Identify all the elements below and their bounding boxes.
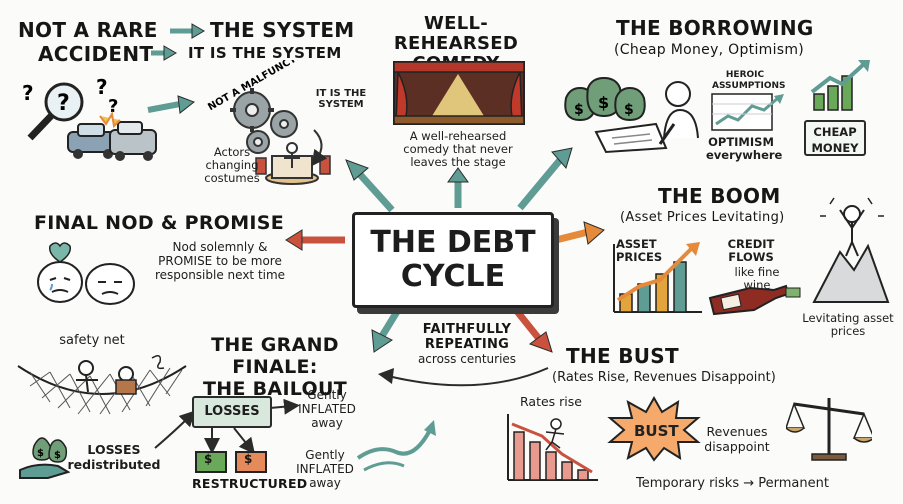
wine-bottle-icon	[704, 278, 804, 318]
revenues-label: Revenues disappoint	[702, 424, 772, 454]
borrowing-subtitle: (Cheap Money, Optimism)	[614, 42, 804, 58]
arrow-center-to-final	[286, 230, 345, 250]
rates-rise-label: Rates rise	[520, 394, 582, 409]
heroic-chart-icon	[708, 90, 800, 134]
final-caption: Nod solemnly & PROMISE to be more respon…	[150, 240, 290, 282]
bust-title: THE BUST	[566, 344, 679, 368]
arrow-repeating-loop	[378, 368, 548, 385]
safety-net-label: safety net	[52, 334, 132, 347]
bust-subtitle: (Rates Rise, Revenues Disappoint)	[552, 370, 776, 385]
dollar-sign-2: $	[244, 452, 253, 466]
hand-money-icon: $ $	[18, 426, 70, 482]
center-line-1: THE DEBT	[370, 226, 535, 260]
it-is-system-label: IT IS THE SYSTEM	[310, 88, 372, 110]
cheap-money-box: CHEAP MONEY	[804, 120, 866, 156]
bust-word: BUST	[634, 422, 679, 440]
repeating-line-3: across centuries	[392, 352, 542, 366]
arrow-center-to-boom	[556, 222, 604, 244]
inflated-label-1: Gently INFLATED away	[296, 388, 358, 430]
center-line-2: CYCLE	[370, 260, 535, 294]
scales-icon	[786, 392, 872, 464]
credit-flows-label: CREDIT FLOWS	[718, 238, 784, 264]
svg-text:?: ?	[96, 75, 108, 99]
svg-text:$: $	[624, 102, 634, 118]
optimism-label: OPTIMISM everywhere	[706, 136, 776, 162]
theater-stage-icon	[392, 60, 526, 126]
svg-text:$: $	[598, 93, 609, 112]
svg-text:?: ?	[108, 96, 118, 117]
comedy-title-1: WELL-REHEARSED	[366, 14, 546, 54]
levitating-caption: Levitating asset prices	[802, 312, 894, 338]
arrow-title-2	[151, 46, 176, 60]
svg-text:?: ?	[57, 91, 70, 116]
repeating-line-1: FAITHFULLY	[392, 322, 542, 337]
svg-text:?: ?	[22, 81, 34, 105]
restructured-label: RESTRUCTURED	[192, 476, 307, 491]
cheap-money-chart-icon	[808, 58, 878, 112]
falling-chart-icon	[502, 410, 600, 484]
heroic-assumptions: HEROIC ASSUMPTIONS	[712, 70, 778, 92]
arrow-title-1	[170, 24, 204, 38]
finale-title-1: THE GRAND FINALE:	[178, 334, 372, 378]
asset-bar-chart-icon	[610, 240, 706, 316]
temporary-risks-label: Temporary risks → Permanent	[636, 476, 829, 491]
svg-text:$: $	[574, 102, 584, 118]
svg-text:$: $	[54, 450, 61, 461]
arrow-center-to-comedy	[448, 168, 468, 208]
arrow-inflate-swirl	[358, 420, 436, 470]
safety-net-icon	[14, 352, 190, 422]
final-title: FINAL NOD & PROMISE	[34, 212, 284, 234]
boom-title: THE BOOM	[658, 184, 781, 208]
bust-explosion-icon: BUST	[606, 396, 702, 462]
dollar-sign-1: $	[204, 452, 213, 466]
losses-redistributed: LOSSES redistributed	[66, 442, 162, 472]
comedy-caption: A well-rehearsed comedy that never leave…	[386, 130, 530, 169]
repeating-line-2: REPEATING	[392, 337, 542, 352]
inflated-label-2: Gently INFLATED away	[294, 448, 356, 490]
arrow-losses-to-inflated	[270, 406, 292, 408]
accident-title-1: NOT A RARE	[18, 18, 158, 42]
restructure-arrows-icon	[194, 424, 284, 474]
system-title: THE SYSTEM	[210, 18, 355, 42]
levitating-figure-icon	[810, 196, 890, 306]
magnifier-crash-icon: ? ? ? ?	[20, 72, 170, 172]
money-bags-person-icon: $ $ $	[556, 58, 706, 154]
borrowing-title: THE BORROWING	[616, 16, 814, 40]
svg-text:$: $	[37, 448, 44, 459]
nodding-faces-icon	[30, 240, 146, 306]
debt-cycle-box: THE DEBT CYCLE	[352, 212, 554, 308]
actors-caption: Actors changing costumes	[200, 146, 264, 185]
accident-title-2: ACCIDENT	[38, 42, 153, 66]
boom-subtitle: (Asset Prices Levitating)	[620, 210, 785, 225]
